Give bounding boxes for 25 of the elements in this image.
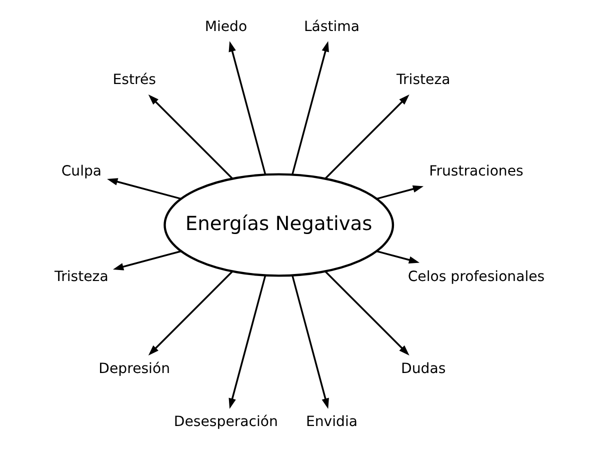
- arrow: [376, 185, 424, 200]
- arrow: [107, 178, 182, 200]
- node-text: Estrés: [112, 72, 156, 88]
- arrow: [228, 275, 266, 409]
- node-text: Miedo: [204, 18, 248, 35]
- node-text: Frustraciones: [429, 163, 524, 180]
- arrow: [112, 250, 182, 270]
- arrow: [291, 275, 329, 409]
- arrow: [324, 94, 410, 180]
- node-text: Lástima: [304, 18, 360, 35]
- node-text: Desesperación: [174, 414, 278, 430]
- node-text: Celos profesionales: [408, 269, 545, 286]
- arrow: [376, 250, 420, 264]
- arrow: [228, 41, 266, 175]
- node-ellipse: Energías Negativas: [164, 173, 394, 277]
- arrow: [291, 41, 329, 175]
- node-text: Tristeza: [396, 72, 450, 88]
- node-text: Depresión: [98, 360, 170, 377]
- node-text: Tristeza: [54, 269, 108, 286]
- arrow: [324, 270, 410, 356]
- node-text: Culpa: [61, 163, 102, 180]
- arrow: [148, 94, 233, 180]
- node-text: Dudas: [401, 360, 446, 377]
- node-text: Envidia: [306, 414, 358, 430]
- arrow: [148, 270, 233, 356]
